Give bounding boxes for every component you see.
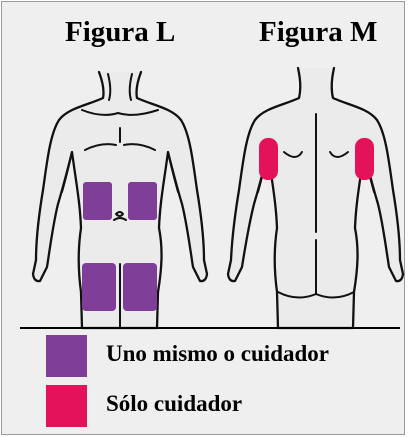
front-arm-inner-left — [61, 151, 73, 193]
injection-area-abdomen-right — [128, 182, 157, 220]
figure-l-title: Figura L — [65, 16, 176, 48]
figure-m-title: Figura M — [259, 16, 378, 48]
legend-label-self-or-caregiver: Uno mismo o cuidador — [106, 341, 329, 366]
front-arm-inner-right — [167, 151, 179, 193]
back-shoulder-blade-right — [329, 151, 349, 158]
legend-item-self-or-caregiver: Uno mismo o cuidador — [46, 335, 376, 377]
legend-swatch-purple — [46, 335, 87, 377]
front-chest-right — [123, 143, 156, 151]
front-neck-right — [128, 73, 133, 101]
injection-area-thigh-left — [82, 263, 116, 311]
legend-divider — [20, 327, 400, 329]
injection-area-upper-arm-right — [355, 138, 374, 180]
body-diagrams — [31, 66, 405, 330]
back-buttocks — [277, 239, 355, 299]
injection-area-thigh-right — [123, 263, 157, 311]
injection-area-upper-arm-left — [259, 138, 278, 180]
legend-label-caregiver-only: Sólo cuidador — [106, 391, 243, 416]
injection-area-abdomen-left — [83, 182, 112, 220]
legend-swatch-pink — [46, 385, 87, 427]
back-shoulder-blade-left — [283, 151, 303, 158]
legend-item-caregiver-only: Sólo cuidador — [46, 385, 306, 427]
front-chest-left — [84, 143, 117, 151]
back-body-figure — [226, 66, 405, 330]
front-body-figure — [31, 70, 209, 330]
front-neck-left — [107, 73, 112, 101]
front-collarbone — [81, 109, 159, 116]
front-navel — [113, 211, 127, 221]
